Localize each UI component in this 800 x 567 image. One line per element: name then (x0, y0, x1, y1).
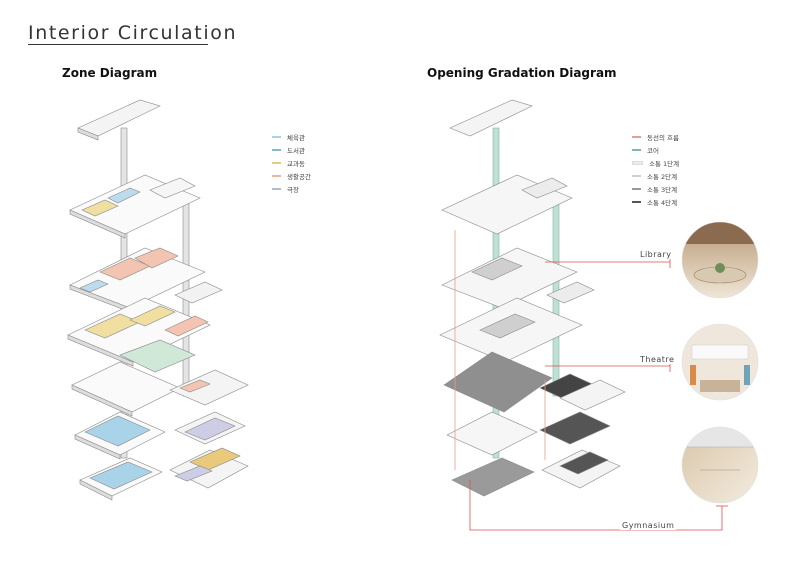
opening-level-1 (546, 281, 595, 304)
opening-slab-roof (449, 99, 533, 137)
legend-label: 체육관 (287, 133, 305, 142)
legend-label: 극장 (287, 185, 299, 194)
zone-slab-edge (71, 384, 133, 417)
zone-slab-edge (77, 127, 99, 141)
legend-item-level-3: 소통 3단계 (632, 182, 679, 195)
theatre-photo (682, 324, 758, 400)
zone-classroom (81, 199, 119, 217)
legend-item-level-2: 소통 2단계 (632, 169, 679, 182)
opening-level-1 (521, 177, 568, 199)
zone-slab-edge (69, 209, 126, 239)
gymnasium-photo-frame (681, 426, 759, 504)
photo-curtain (690, 365, 696, 385)
zone-slab-edge (79, 479, 113, 501)
zone-gymnasium (84, 415, 151, 447)
opening-diagram (439, 99, 626, 497)
zone-legend: 체육관 도서관 교과동 생활공간 극장 (272, 130, 311, 195)
legend-label: 코어 (647, 146, 659, 155)
legend-swatch (632, 174, 641, 177)
legend-label: 소통 1단계 (649, 159, 680, 168)
zone-slab-roof (77, 99, 161, 137)
legend-label: 교과동 (287, 159, 305, 168)
theatre-callout-label: Theatre (638, 355, 677, 364)
library-photo-frame (681, 221, 759, 299)
photo-ceiling (682, 222, 758, 244)
title-underline (28, 44, 208, 45)
photo-seats (700, 380, 740, 392)
zone-library (79, 279, 109, 293)
opening-level-2 (479, 313, 536, 339)
zone-diagram (67, 99, 249, 501)
legend-swatch (632, 200, 641, 203)
opening-level-3 (443, 351, 553, 413)
zone-atrium (119, 339, 196, 373)
opening-level-4 (559, 451, 609, 475)
callout-lines (469, 256, 728, 531)
zone-gymnasium (89, 461, 153, 490)
legend-item-classroom: 교과동 (272, 156, 311, 169)
photo-tree (715, 263, 725, 273)
legend-label: 생활공간 (287, 172, 311, 181)
legend-swatch (272, 148, 281, 151)
zone-theatre (174, 465, 213, 482)
legend-swatch (272, 161, 281, 164)
opening-slab-level-6 (441, 247, 578, 309)
library-photo (682, 222, 758, 298)
legend-item-theatre: 극장 (272, 182, 311, 195)
zone-diagram-title: Zone Diagram (62, 66, 158, 80)
opening-level-2 (471, 257, 523, 281)
legend-label: 소통 4단계 (647, 198, 678, 207)
opening-slab-level-4b (559, 379, 626, 411)
opening-level-3 (451, 457, 535, 497)
legend-item-core: 코어 (632, 143, 679, 156)
legend-item-gymnasium: 체육관 (272, 130, 311, 143)
gymnasium-photo (682, 427, 758, 503)
legend-label: 소통 3단계 (647, 185, 678, 194)
library-callout-label: Library (638, 250, 674, 259)
zone-slab-level-4 (71, 361, 181, 413)
opening-slab-level-3 (446, 411, 538, 456)
legend-item-level-4: 소통 4단계 (632, 195, 679, 208)
zone-living (134, 247, 179, 269)
zone-terrace (174, 281, 223, 304)
legend-item-library: 도서관 (272, 143, 311, 156)
page-title: Interior Circulation (28, 22, 238, 44)
legend-swatch (632, 135, 641, 138)
zone-living (164, 315, 209, 337)
legend-item-living-space: 생활공간 (272, 169, 311, 182)
photo-stage (691, 344, 749, 360)
gymnasium-callout-line (469, 480, 723, 531)
legend-swatch (272, 174, 281, 177)
legend-label: 소통 2단계 (647, 172, 678, 181)
legend-swatch (272, 135, 281, 138)
zone-living (179, 379, 211, 393)
zone-slab-level-4b (169, 369, 249, 406)
zone-library (107, 187, 141, 204)
legend-swatch (632, 160, 643, 165)
photo-ceiling (682, 427, 758, 447)
legend-swatch (632, 148, 641, 151)
zone-classroom (129, 305, 176, 327)
legend-swatch (632, 187, 641, 190)
legend-item-level-1: 소통 1단계 (632, 156, 679, 169)
zone-slab-edge (74, 434, 121, 460)
legend-label: 동선의 흐름 (647, 133, 679, 142)
gymnasium-callout-label: Gymnasium (620, 521, 677, 530)
zone-theatre (184, 417, 236, 441)
zone-slab-edge (67, 334, 134, 367)
legend-label: 도서관 (287, 146, 305, 155)
photo-curtain (744, 365, 750, 385)
opening-diagram-title: Opening Gradation Diagram (427, 66, 617, 80)
legend-item-flow: 동선의 흐름 (632, 130, 679, 143)
zone-terrace (149, 177, 196, 199)
opening-legend: 동선의 흐름 코어 소통 1단계 소통 2단계 소통 3단계 소통 4단계 (632, 130, 679, 208)
opening-level-4 (539, 411, 611, 445)
theatre-photo-frame (681, 323, 759, 401)
legend-swatch (272, 187, 281, 190)
